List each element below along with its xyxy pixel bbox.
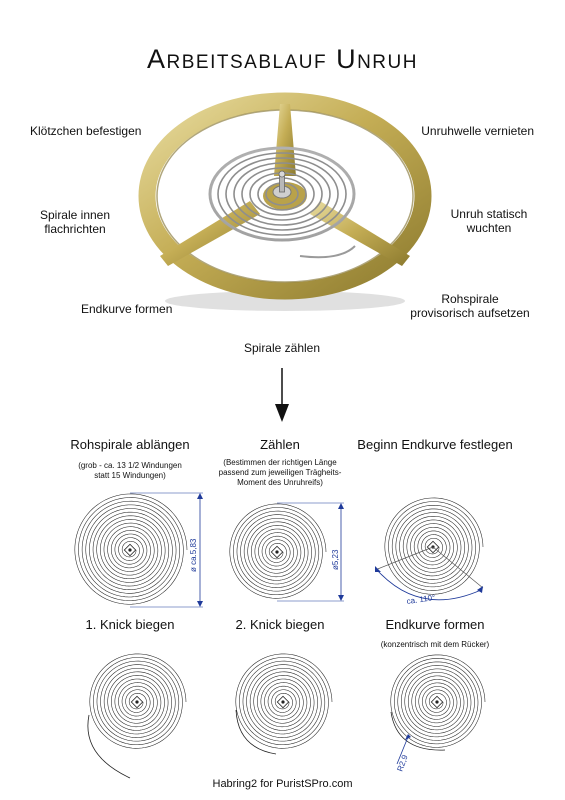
collet-hole [135,700,139,704]
step-knick1-title: 1. Knick biegen [85,617,175,632]
spiral-coil [89,653,187,749]
collet-hole [275,550,279,554]
hairspring-coils [208,146,356,242]
spiral-coil [229,503,327,599]
hairspring-tail [299,245,356,259]
step-zaehlen-title: Zählen [260,437,300,452]
wheel-spoke-left [160,201,260,266]
spiral-coil [235,653,333,749]
down-arrow-icon [275,368,289,422]
spiral-coil [74,493,188,605]
wheel-shadow [165,291,405,311]
collet-hole [281,700,285,704]
step-knick2-title: 2. Knick biegen [235,617,325,632]
label-spirale-zaehlen: Spirale zählen [243,341,321,355]
dimension-endkurve: R2,9 [395,753,409,772]
dimension-beginn-endkurve: ca. 110° [406,593,436,606]
spiral-coil [390,654,486,748]
step-endkurve-title: Endkurve formen [385,617,485,632]
footer-credit: Habring2 for PuristSPro.com [212,778,353,790]
collet-hole [435,700,439,704]
spiral-beginn-endkurve: ca. 110° [374,497,484,606]
step-beginn-endkurve-title: Beginn Endkurve festlegen [357,437,513,452]
spiral-knick2 [235,653,333,755]
page-title: Arbeitsablauf Unruh [147,44,418,74]
wheel-rim-outer [138,92,432,300]
step-endkurve-note: (konzentrisch mit dem Rücker) [380,640,490,649]
collet-hole [128,548,132,552]
spiral-knick1 [87,653,187,779]
label-endkurve-formen-top: Endkurve formen [81,302,173,316]
label-unruhwelle: Unruhwelle vernieten [421,124,534,138]
spiral-endkurve: R2,9 [390,654,486,773]
spiral-coil [384,497,484,595]
step-rohspirale-title: Rohspirale ablängen [70,437,190,452]
wheel-spoke-top [274,104,296,176]
spiral-zaehlen: ø5,23 [229,502,344,602]
balance-wheel-illustration [138,92,432,311]
dimension-zaehlen: ø5,23 [331,549,340,570]
spiral-rohspirale: ø ca.5,83 [74,492,203,608]
label-kloetzchen: Klötzchen befestigen [30,124,142,138]
dimension-rohspirale: ø ca.5,83 [189,538,198,572]
